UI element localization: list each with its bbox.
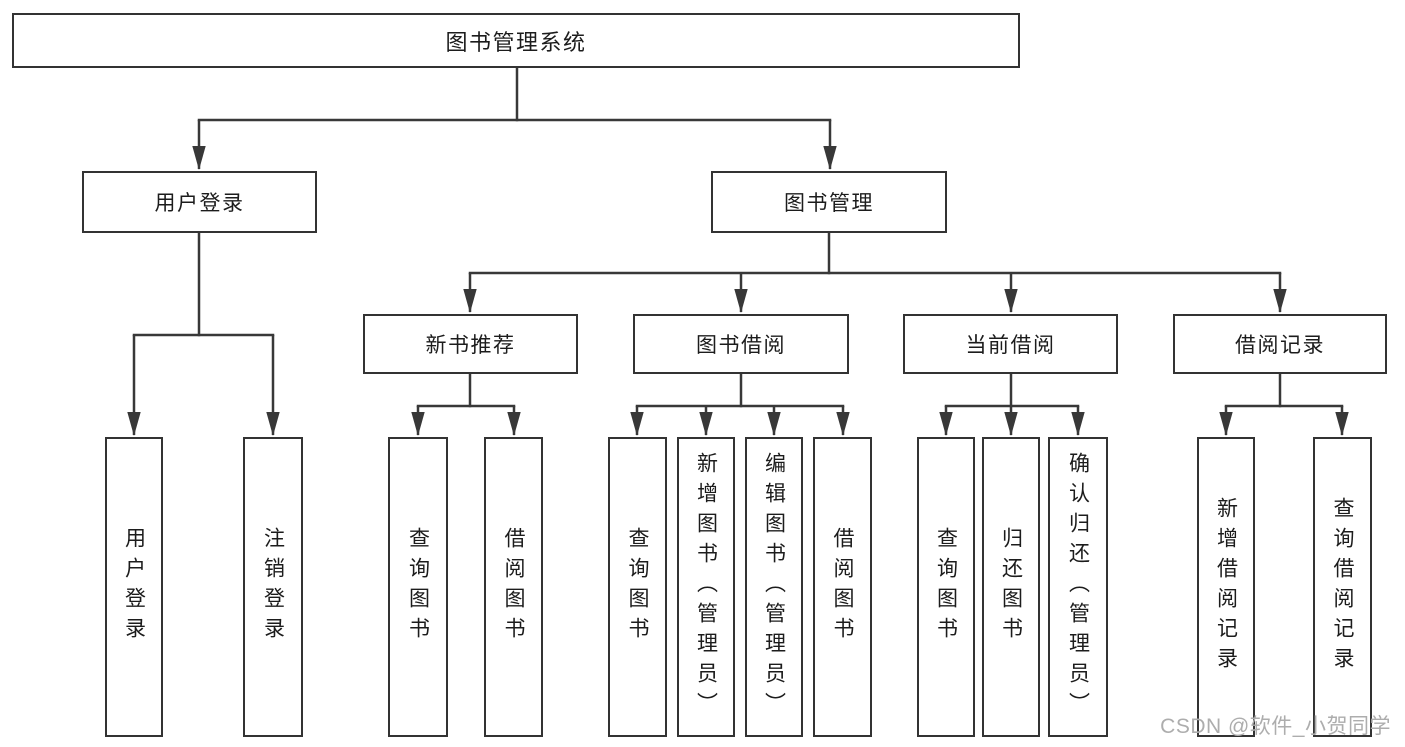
connector-current-borrow (939, 372, 1085, 436)
leaf-edit-book-admin: 编辑图书（管理员） (745, 437, 803, 737)
leaf-return-book: 归还图书 (982, 437, 1040, 737)
node-library-system: 图书管理系统 (12, 13, 1020, 68)
leaf-add-book-admin: 新增图书（管理员） (677, 437, 735, 737)
node-label: 查询借阅记录 (1331, 497, 1354, 677)
node-label: 借阅图书 (831, 527, 854, 647)
node-label: 用户登录 (154, 192, 245, 215)
node-label: 查询图书 (406, 527, 430, 647)
node-current-borrow: 当前借阅 (903, 314, 1118, 374)
node-label: 借阅图书 (502, 527, 525, 647)
node-label: 图书借阅 (696, 334, 786, 357)
connector-user-login (127, 231, 280, 436)
node-label: 查询图书 (626, 527, 649, 647)
node-label: 确认归还（管理员） (1066, 452, 1090, 722)
leaf-confirm-return-admin: 确认归还（管理员） (1048, 437, 1108, 737)
node-label: 用户登录 (122, 527, 146, 647)
node-new-book-recommend: 新书推荐 (363, 314, 578, 374)
leaf-user-login: 用户登录 (105, 437, 163, 737)
connector-borrow-record (1219, 372, 1349, 436)
leaf-logout: 注销登录 (243, 437, 303, 737)
node-user-login: 用户登录 (82, 171, 317, 233)
node-borrow-record: 借阅记录 (1173, 314, 1387, 374)
leaf-query-borrow-record: 查询借阅记录 (1313, 437, 1372, 737)
node-label: 借阅记录 (1235, 334, 1325, 357)
node-label: 归还图书 (999, 527, 1023, 647)
connector-book-management (463, 231, 1287, 313)
leaf-borrow-book-2: 借阅图书 (813, 437, 872, 737)
node-book-borrow: 图书借阅 (633, 314, 849, 374)
connector-book-borrow (630, 372, 850, 436)
node-label: 当前借阅 (965, 334, 1056, 357)
node-label: 注销登录 (261, 527, 285, 647)
node-label: 新增图书（管理员） (694, 452, 718, 722)
node-label: 查询图书 (934, 527, 958, 647)
node-book-management: 图书管理 (711, 171, 947, 233)
connector-root (192, 66, 837, 170)
node-label: 新增借阅记录 (1214, 497, 1238, 677)
leaf-query-book-3: 查询图书 (917, 437, 975, 737)
node-label: 新书推荐 (425, 334, 516, 357)
leaf-add-borrow-record: 新增借阅记录 (1197, 437, 1255, 737)
leaf-borrow-book-1: 借阅图书 (484, 437, 543, 737)
node-label: 编辑图书（管理员） (762, 452, 786, 722)
node-label: 图书管理 (784, 192, 874, 215)
node-label: 图书管理系统 (445, 29, 587, 55)
connector-new-book (411, 372, 521, 436)
csdn-watermark: CSDN @软件_小贺同学 (1160, 715, 1391, 738)
leaf-query-book-1: 查询图书 (388, 437, 448, 737)
leaf-query-book-2: 查询图书 (608, 437, 667, 737)
